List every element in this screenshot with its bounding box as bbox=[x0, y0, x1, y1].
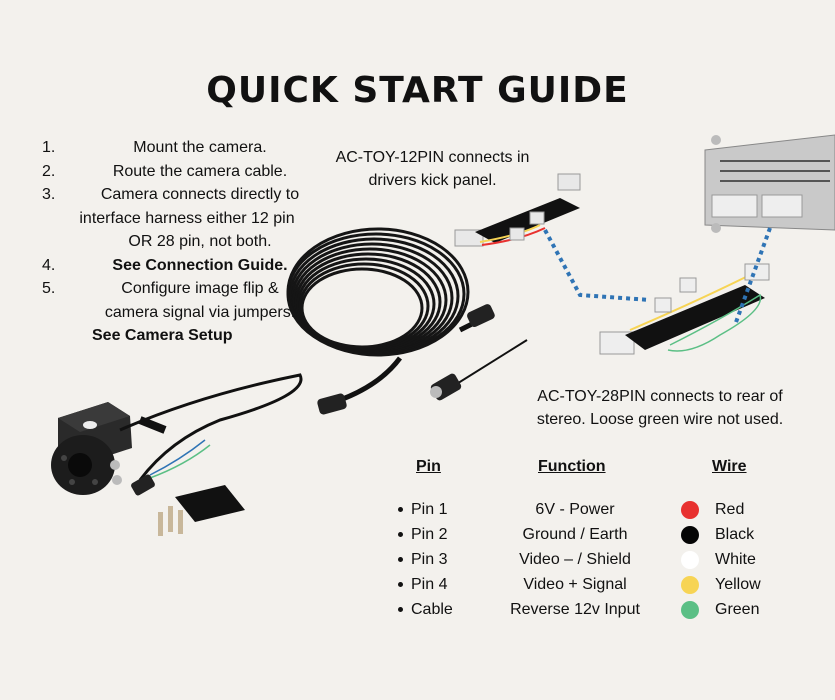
step-5-cont-b: See Camera Setup bbox=[92, 327, 233, 344]
stereo-unit-image bbox=[704, 134, 835, 233]
harness-12pin-image bbox=[454, 173, 581, 247]
header-function: Function bbox=[538, 458, 606, 475]
step-5: 5.Configure image flip & bbox=[42, 280, 279, 297]
step-2: 2.Route the camera cable. bbox=[42, 162, 288, 180]
step-4: 4.See Connection Guide. bbox=[42, 256, 288, 274]
step-3-cont-b: OR 28 pin, not both. bbox=[128, 233, 272, 250]
coiled-cable-image bbox=[286, 227, 470, 357]
camera-image bbox=[51, 402, 132, 495]
header-wire: Wire bbox=[712, 458, 747, 475]
color-swatch-white bbox=[681, 551, 699, 569]
bullet bbox=[398, 607, 403, 612]
color-swatch-red bbox=[681, 501, 699, 519]
bullet bbox=[398, 532, 403, 537]
bullet bbox=[398, 507, 403, 512]
step-3-cont-a: interface harness either 12 pin bbox=[79, 209, 295, 227]
header-pin: Pin bbox=[416, 458, 441, 475]
caption-28pin: AC-TOY-28PIN connects to rear of stereo.… bbox=[536, 388, 784, 428]
bullet bbox=[398, 582, 403, 587]
steps-list: 1.Mount the camera. 2.Route the camera c… bbox=[42, 136, 322, 348]
color-swatch-green bbox=[681, 601, 699, 619]
step-1: 1.Mount the camera. bbox=[42, 139, 267, 156]
step-5-cont-a: camera signal via jumpers. bbox=[104, 303, 296, 321]
step-3: 3.Camera connects directly to bbox=[42, 186, 300, 203]
page-title: QUICK START GUIDE bbox=[206, 70, 629, 111]
caption-12pin: AC-TOY-12PIN connects in drivers kick pa… bbox=[335, 149, 530, 189]
color-swatch-yellow bbox=[681, 576, 699, 594]
color-swatch-black bbox=[681, 526, 699, 544]
bullet bbox=[398, 557, 403, 562]
harness-28pin-image bbox=[599, 263, 770, 355]
